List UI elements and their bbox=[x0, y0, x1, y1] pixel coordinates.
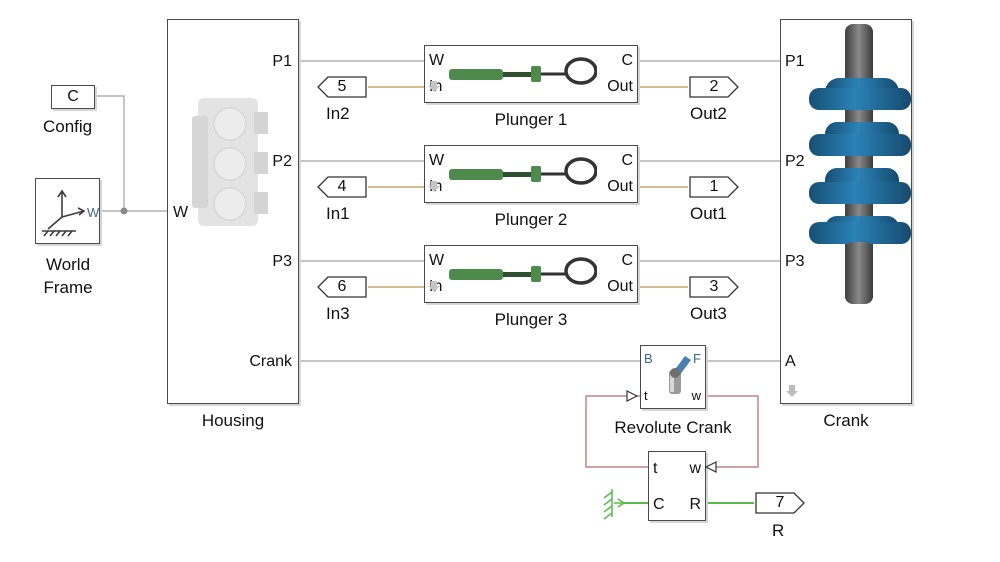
reference-ground-icon bbox=[603, 489, 626, 520]
housing-port-p1: P1 bbox=[272, 53, 292, 70]
wire-config-to-w bbox=[96, 95, 125, 211]
world-frame-port-w: W bbox=[87, 205, 100, 220]
crank-port-p2: P2 bbox=[785, 153, 805, 170]
outport-number: 7 bbox=[775, 494, 785, 511]
plunger-port-in: In bbox=[429, 78, 443, 95]
plunger-icon bbox=[449, 257, 597, 285]
wire-junction-dot bbox=[120, 207, 128, 215]
crank-block[interactable]: P1 P2 P3 A bbox=[780, 19, 912, 404]
plunger-port-w: W bbox=[429, 252, 445, 269]
housing-block[interactable]: W P1 P2 P3 Crank bbox=[167, 19, 299, 404]
inport-tag[interactable]: 6 bbox=[316, 275, 368, 299]
inport-tag[interactable]: 5 bbox=[316, 75, 368, 99]
config-block[interactable]: C bbox=[51, 85, 95, 109]
plunger-port-out: Out bbox=[607, 278, 633, 295]
plunger-port-c: C bbox=[621, 52, 633, 69]
plunger-port-c: C bbox=[621, 152, 633, 169]
outport-number: 1 bbox=[709, 178, 719, 195]
inport-label: In3 bbox=[326, 304, 350, 323]
world-frame-icon bbox=[42, 189, 86, 237]
housing-port-p2: P2 bbox=[272, 153, 292, 170]
inport-label: In1 bbox=[326, 204, 350, 223]
plunger-port-w: W bbox=[429, 52, 445, 69]
housing-port-w: W bbox=[173, 204, 189, 221]
sensor-block[interactable]: t w C R bbox=[648, 451, 706, 521]
plunger-port-c: C bbox=[621, 252, 633, 269]
revolute-joint-icon bbox=[669, 356, 691, 394]
outport-tag[interactable]: 2 bbox=[688, 75, 740, 99]
sensor-port-t: t bbox=[653, 460, 658, 477]
revolute-crank-label: Revolute Crank bbox=[614, 418, 732, 437]
crank-port-p1: P1 bbox=[785, 53, 805, 70]
world-frame-block[interactable]: W bbox=[35, 178, 100, 244]
revolute-port-t: t bbox=[644, 388, 648, 403]
outport-label: Out2 bbox=[690, 104, 727, 123]
housing-icon bbox=[192, 98, 268, 226]
plunger-icon bbox=[449, 57, 597, 85]
revolute-port-f: F bbox=[693, 351, 701, 366]
inport-number: 4 bbox=[337, 178, 347, 195]
housing-label: Housing bbox=[201, 411, 265, 430]
outport-label: R bbox=[772, 521, 785, 540]
outport-label: Out1 bbox=[690, 204, 727, 223]
crankshaft-icon bbox=[809, 24, 911, 304]
plunger-port-in: In bbox=[429, 278, 443, 295]
inport-tag[interactable]: 4 bbox=[316, 175, 368, 199]
crank-label: Crank bbox=[823, 411, 869, 430]
inport-label: In2 bbox=[326, 104, 350, 123]
plunger-port-in: In bbox=[429, 178, 443, 195]
revolute-crank-block[interactable]: B F t w bbox=[640, 345, 706, 409]
outport-number: 3 bbox=[709, 278, 719, 295]
plunger-block[interactable]: W In C Out bbox=[424, 45, 638, 103]
crank-port-p3: P3 bbox=[785, 253, 805, 270]
plunger-label: Plunger 1 bbox=[494, 110, 568, 129]
feedback-wire-w bbox=[706, 395, 759, 468]
crank-port-a: A bbox=[785, 353, 796, 370]
outport-tag[interactable]: 1 bbox=[688, 175, 740, 199]
feedback-wire-t bbox=[585, 395, 652, 468]
world-frame-label: World Frame bbox=[43, 255, 93, 297]
plunger-label: Plunger 3 bbox=[494, 310, 568, 329]
config-value: C bbox=[67, 88, 79, 105]
plunger-port-w: W bbox=[429, 152, 445, 169]
outport-tag[interactable]: 3 bbox=[688, 275, 740, 299]
down-arrow-icon bbox=[786, 385, 798, 397]
config-label: Config bbox=[43, 117, 93, 136]
inport-number: 6 bbox=[337, 278, 347, 295]
plunger-block[interactable]: W In C Out bbox=[424, 245, 638, 303]
plunger-port-out: Out bbox=[607, 178, 633, 195]
housing-port-p3: P3 bbox=[272, 253, 292, 270]
outport-number: 2 bbox=[709, 78, 719, 95]
plunger-icon bbox=[449, 157, 597, 185]
revolute-port-b: B bbox=[644, 351, 653, 366]
inport-number: 5 bbox=[337, 78, 347, 95]
plunger-block[interactable]: W In C Out bbox=[424, 145, 638, 203]
revolute-port-w: w bbox=[691, 388, 701, 403]
housing-port-crank: Crank bbox=[249, 353, 292, 370]
plunger-port-out: Out bbox=[607, 78, 633, 95]
sensor-port-c: C bbox=[653, 496, 665, 513]
outport-tag[interactable]: 7 bbox=[754, 491, 806, 515]
outport-label: Out3 bbox=[690, 304, 727, 323]
sensor-port-w: w bbox=[689, 460, 701, 477]
plunger-label: Plunger 2 bbox=[494, 210, 568, 229]
sensor-port-r: R bbox=[689, 496, 701, 513]
